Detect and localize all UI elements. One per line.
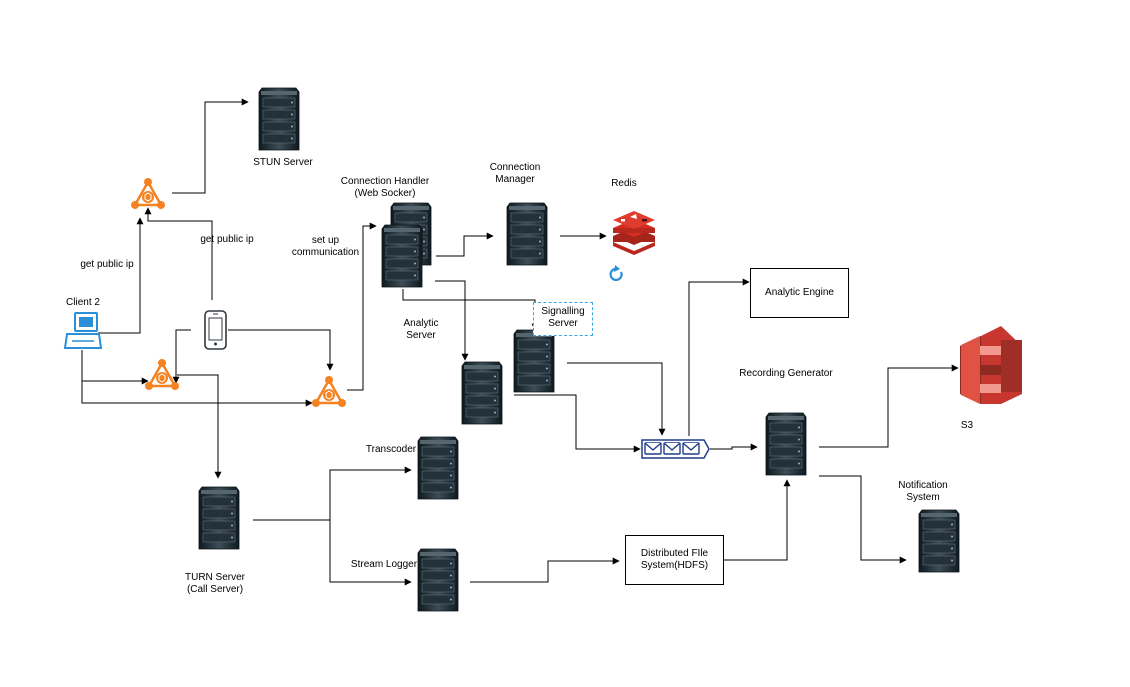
- router-icon-stun: [129, 176, 167, 211]
- turn-server-label: TURN Server (Call Server): [184, 572, 245, 595]
- hdfs-box: Distributed FIle System(HDFS): [625, 535, 724, 585]
- laptop-icon: [63, 312, 103, 349]
- stream-logger-server-icon: [417, 548, 459, 612]
- transcoder-label: Transcoder: [365, 444, 417, 455]
- redis-label: Redis: [611, 178, 637, 189]
- connection-manager-server-icon: [506, 202, 548, 266]
- signalling-server-icon: [513, 329, 555, 393]
- turn-server-icon: [198, 486, 240, 550]
- redis-icon: [613, 211, 655, 255]
- stream-logger-label: Stream Logger: [350, 559, 418, 570]
- analytic-server-icon: [461, 361, 503, 425]
- mobile-phone-icon: [204, 310, 227, 350]
- analytic-server-label: Analytic Server: [403, 318, 439, 341]
- aws-s3-bucket-icon: [960, 326, 1022, 404]
- analytic-engine-label: Analytic Engine: [765, 287, 834, 298]
- router-icon-signal: [310, 374, 348, 409]
- recording-generator-server-icon: [765, 412, 807, 476]
- signalling-server-box: Signalling Server: [533, 302, 593, 336]
- s3-label: S3: [960, 420, 974, 431]
- hdfs-label: Distributed FIle System(HDFS): [640, 548, 709, 571]
- recording-generator-label: Recording Generator: [739, 368, 833, 379]
- set-up-communication-label: set up communication: [291, 235, 360, 258]
- router-icon-turn: [143, 357, 181, 392]
- refresh-icon: [609, 265, 623, 282]
- notification-system-label: Notification System: [898, 480, 948, 503]
- get-public-ip-left-label: get public ip: [80, 259, 134, 270]
- stun-server-label: STUN Server: [253, 157, 313, 168]
- transcoder-server-icon: [417, 436, 459, 500]
- get-public-ip-mid-label: get public ip: [200, 234, 254, 245]
- notification-server-icon: [918, 509, 960, 573]
- connection-handler-server-icon: [381, 224, 423, 288]
- connection-manager-label: Connection Manager: [489, 162, 541, 185]
- connection-handler-label: Connection Handler (Web Socker): [340, 176, 430, 199]
- stun-server-icon: [258, 87, 300, 151]
- analytic-engine-box: Analytic Engine: [750, 268, 849, 318]
- signalling-server-label: Signalling Server: [541, 306, 585, 329]
- message-queue-icon: [641, 439, 710, 459]
- client2-label: Client 2: [66, 297, 100, 308]
